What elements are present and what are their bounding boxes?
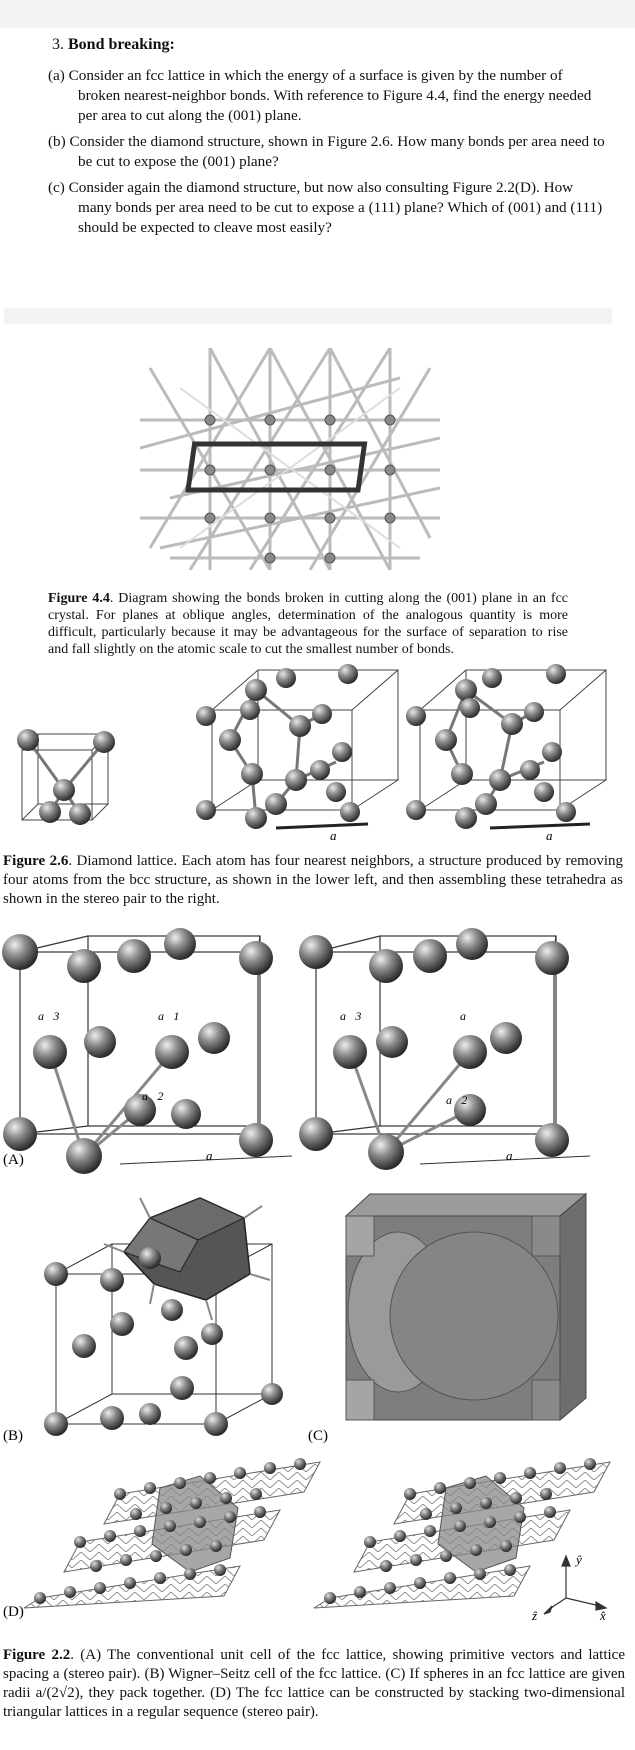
separator-bar (4, 308, 612, 324)
panel-D-label: (D) (3, 1604, 24, 1620)
figure-2-6-caption: Figure 2.6. Diamond lattice. Each atom h… (3, 852, 623, 909)
panel-B-label: (B) (3, 1428, 23, 1444)
figure-label: Figure 2.6 (3, 853, 69, 869)
problem-number: 3. (52, 36, 64, 53)
panel-A-label: (A) (3, 1152, 24, 1168)
part-text: Consider again the diamond structure, bu… (68, 179, 603, 236)
figure-2-2-D-stacked-layers: ŷ x̂ ẑ (D) (3, 1458, 611, 1620)
panel-C-label: (C) (308, 1428, 328, 1444)
stack-left (23, 1458, 321, 1609)
figure-2-2-BC: (B) (C) (3, 1192, 588, 1444)
vec-a3-label-right: a⃗3 (340, 1009, 361, 1023)
part-label: (a) (48, 67, 65, 84)
axis-y-label: ŷ (574, 1552, 582, 1567)
problem-heading: 3. Bond breaking: (52, 36, 608, 54)
packed-spheres-cube (344, 1192, 588, 1422)
vec-a1-label-left: a⃗1 (158, 1009, 179, 1023)
caption-text: . Diamond lattice. Each atom has four ne… (3, 853, 624, 907)
lattice-a-label-left: a (206, 1148, 213, 1163)
caption-text: . Diagram showing the bonds broken in cu… (48, 591, 569, 657)
stack-right (313, 1458, 611, 1609)
problem-part-c: (c) Consider again the diamond structure… (48, 178, 608, 238)
figure-4-4-caption: Figure 4.4. Diagram showing the bonds br… (48, 590, 568, 658)
part-text: Consider an fcc lattice in which the ene… (68, 67, 592, 124)
lattice-a-label-right: a (506, 1148, 513, 1163)
vec-a2-label-right: a⃗2 (446, 1093, 467, 1107)
axes-triad (543, 1554, 608, 1615)
figure-2-2-caption: Figure 2.2. (A) The conventional unit ce… (3, 1646, 625, 1722)
header-bar (0, 0, 635, 28)
figure-2-2-A-fcc-unit-cell: a⃗3 a⃗1 a⃗2 a (A) a⃗3 a⃗ a⃗2 a (2, 928, 591, 1174)
fig26-a-label-2: a (546, 828, 553, 840)
figure-2-6-diamond-lattice: a a (17, 664, 607, 840)
figure-label: Figure 2.2 (3, 1647, 71, 1663)
part-label: (b) (48, 133, 66, 150)
axis-x-label: x̂ (599, 1608, 606, 1620)
part-text: Consider the diamond structure, shown in… (69, 133, 605, 170)
figure-4-4-lattice-diagram (140, 348, 440, 570)
vec-a3-label-left: a⃗3 (38, 1009, 59, 1023)
axis-z-label: ẑ (531, 1608, 538, 1620)
vec-a-label-right: a⃗ (460, 1009, 475, 1023)
problem-part-a: (a) Consider an fcc lattice in which the… (48, 66, 608, 126)
caption-text: . (A) The conventional unit cell of the … (3, 1647, 625, 1720)
fig26-a-label-1: a (330, 828, 337, 840)
figure-label: Figure 4.4 (48, 591, 110, 606)
part-label: (c) (48, 179, 65, 196)
problem-block: 3. Bond breaking: (a) Consider an fcc la… (48, 36, 608, 244)
problem-title: Bond breaking: (68, 36, 175, 53)
vec-a2-label-left: a⃗2 (142, 1089, 163, 1103)
problem-part-b: (b) Consider the diamond structure, show… (48, 132, 608, 172)
